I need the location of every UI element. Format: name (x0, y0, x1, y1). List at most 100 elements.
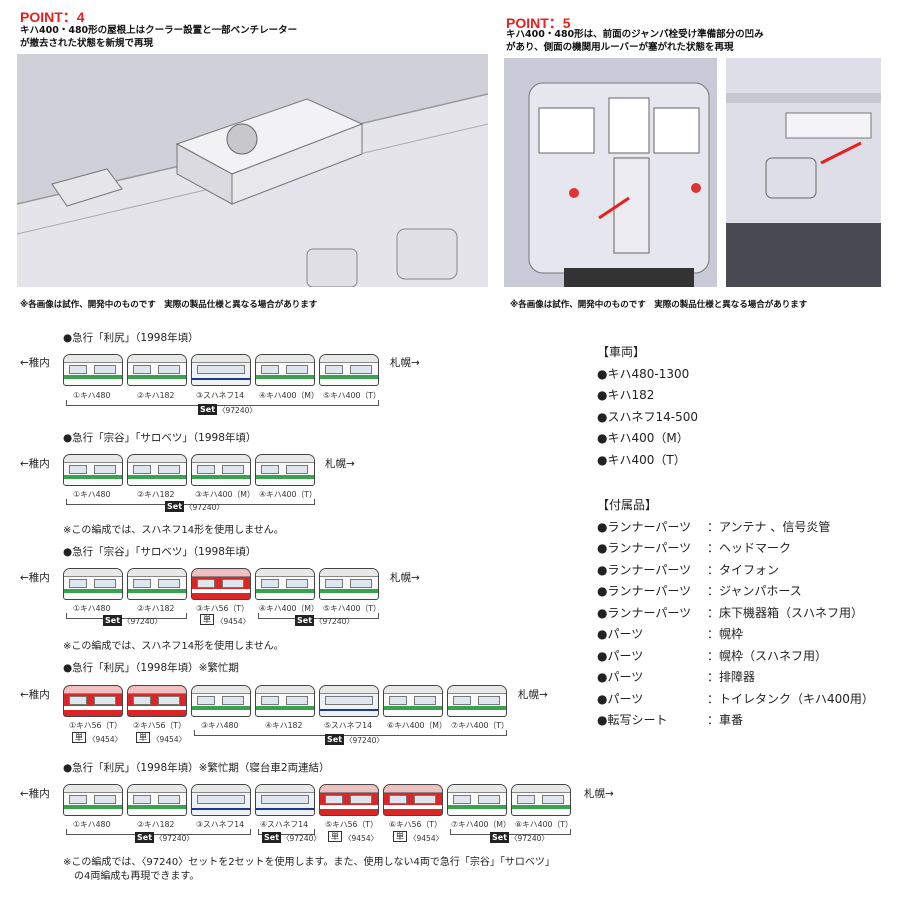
accessory-kind: ●パーツ (597, 648, 644, 663)
car-label: ②キハ182 (137, 391, 175, 400)
car-kiha56t (383, 784, 443, 816)
point5-desc-line2: があり、側面の機関用ルーバーが塞がれた状態を再現 (506, 42, 734, 53)
car-kiha400t (447, 685, 507, 717)
single-code: 〈9454〉 (152, 735, 187, 744)
car-label: ⑦キハ400（M） (451, 820, 511, 829)
formation-3-title: ●急行「宗谷」「サロベツ」（1998年頃） (63, 546, 257, 558)
car-label: ④キハ182 (265, 721, 303, 730)
car-suhanefu14 (191, 784, 251, 816)
vehicle-item: ●キハ480-1300 (597, 366, 690, 381)
accessory-item: ●ランナーパーツ：タイフォン (597, 560, 887, 582)
vehicles-section: 【車両】 ●キハ480-1300 ●キハ182 ●スハネフ14-500 ●キハ4… (597, 342, 887, 471)
vehicles-heading: 【車両】 (597, 345, 646, 359)
accessory-value: ：ジャンパホース (707, 584, 802, 598)
set-bracket (66, 400, 379, 406)
formation-5-from: ←稚内 (20, 788, 50, 800)
set-bracket (66, 499, 315, 505)
accessory-item: ●パーツ：幌枠 (597, 624, 887, 646)
point5-note: ※各画像は試作、開発中のものです 実際の製品仕様と異なる場合があります (510, 300, 808, 310)
car-kiha182 (255, 685, 315, 717)
single-code: 〈9454〉 (344, 834, 379, 843)
formation-4-title: ●急行「利尻」（1998年頃）※繁忙期 (63, 662, 239, 674)
set-badge: Set (490, 832, 510, 843)
set-code: 〈97240〉 (218, 406, 257, 415)
car-suhanefu14 (319, 685, 379, 717)
car-kiha400m (383, 685, 443, 717)
accessory-value: ：ヘッドマーク (707, 541, 792, 555)
vehicle-item: ●キハ400（T） (597, 452, 686, 467)
formation-5-to: 札幌→ (584, 788, 614, 800)
set-code: 〈97240〉 (185, 503, 224, 512)
car-kiha400m (255, 568, 315, 600)
accessory-value: ：排障器 (707, 670, 756, 684)
car-kiha400t (511, 784, 571, 816)
car-label: ②キハ182 (137, 604, 175, 613)
single-badge: 単 (328, 831, 342, 842)
accessory-item: ●ランナーパーツ ：ジャンパホース (597, 581, 887, 603)
set-code: 〈97240〉 (510, 834, 549, 843)
car-label: ③キハ480 (201, 721, 239, 730)
single-code: 〈9454〉 (409, 834, 444, 843)
formation-1-title: ●急行「利尻」（1998年頃） (63, 332, 199, 344)
accessory-value: ：車番 (707, 713, 744, 727)
car-label: ⑤キハ56（T） (325, 820, 378, 829)
point5-front-image (504, 58, 717, 287)
formation-5-remark-2: の4両編成も再現できます。 (74, 871, 200, 882)
accessory-value: ：アンテナ 、信号炎管 (707, 519, 831, 534)
set-badge: Set (135, 832, 155, 843)
accessory-kind: ●ランナーパーツ (597, 541, 692, 555)
set-badge: Set (262, 832, 282, 843)
point4-desc-line1: キハ400・480形の屋根上はクーラー設置と一部ベンチレーター (20, 25, 298, 36)
accessory-value: ：トイレタンク（キハ400用） (707, 691, 874, 706)
point4-description: キハ400・480形の屋根上はクーラー設置と一部ベンチレーター が撤去された状態… (20, 24, 297, 50)
accessory-value: ：幌枠 (707, 627, 744, 641)
set-code: 〈97240〉 (345, 736, 384, 745)
accessory-value: ：床下機器箱（スハネフ用） (707, 605, 864, 620)
car-label: ⑤キハ400（T） (323, 391, 381, 400)
set-code: 〈97240〉 (315, 617, 354, 626)
accessory-kind: ●パーツ (597, 691, 644, 706)
formation-3-to: 札幌→ (390, 572, 420, 584)
point5-desc-line1: キハ400・480形は、前面のジャンパ栓受け準備部分の凹み (506, 29, 764, 40)
car-label: ①キハ480 (73, 391, 111, 400)
car-kiha480 (191, 685, 251, 717)
set-code: 〈97240〉 (123, 617, 162, 626)
formation-4-to: 札幌→ (518, 689, 548, 701)
accessory-item: ●パーツ ：トイレタンク（キハ400用） (597, 689, 887, 711)
accessory-item: ●ランナーパーツ：アンテナ 、信号炎管 (597, 517, 887, 539)
accessories-section: 【付属品】 ●ランナーパーツ：アンテナ 、信号炎管 ●ランナーパーツ：ヘッドマー… (597, 495, 887, 732)
car-kiha480 (63, 354, 123, 386)
accessory-value: ：幌枠（スハネフ用） (707, 648, 828, 663)
single-badge: 単 (393, 831, 407, 842)
car-kiha400m (255, 354, 315, 386)
car-label: ②キハ56（T） (133, 721, 186, 730)
single-badge: 単 (136, 732, 150, 743)
set-bracket (450, 829, 571, 835)
car-label: ①キハ480 (73, 604, 111, 613)
set-bracket (258, 613, 379, 619)
point5-title: POINT：5 (506, 15, 571, 31)
single-badge: 単 (200, 614, 214, 625)
car-kiha400t (255, 454, 315, 486)
car-kiha182 (127, 784, 187, 816)
car-label: ⑥キハ400（M） (387, 721, 447, 730)
car-kiha480 (63, 784, 123, 816)
accessory-value: ：タイフォン (707, 562, 780, 577)
vehicle-item: ●キハ400（M） (597, 431, 689, 445)
set-bracket (194, 730, 507, 736)
accessory-item: ●転写シート：車番 (597, 710, 887, 732)
formation-2-remark: ※この編成では、スハネフ14形を使用しません。 (63, 525, 284, 536)
car-kiha182 (127, 454, 187, 486)
point4-roof-image (17, 54, 488, 287)
car-label: ③キハ56（T） (196, 604, 249, 613)
car-suhanefu14 (191, 354, 251, 386)
car-kiha56t (191, 568, 251, 600)
set-badge: Set (325, 734, 345, 745)
car-label: ①キハ56（T） (69, 721, 122, 730)
formation-3-from: ←稚内 (20, 572, 50, 584)
accessory-kind: ●ランナーパーツ (597, 584, 692, 598)
car-kiha182 (127, 568, 187, 600)
car-kiha400m (191, 454, 251, 486)
formation-4-from: ←稚内 (20, 689, 50, 701)
single-code: 〈9454〉 (88, 735, 123, 744)
